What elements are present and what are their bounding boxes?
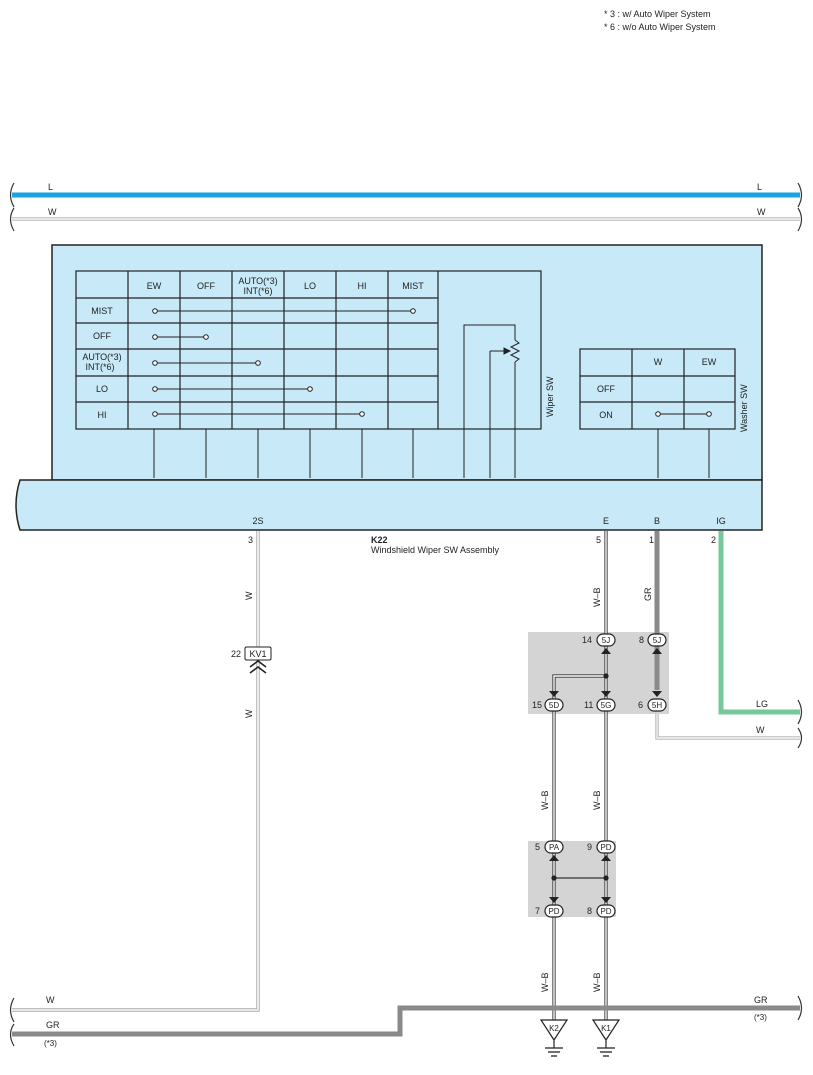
connector-5g-name: 5G bbox=[601, 701, 612, 710]
wiper-col-lo: LO bbox=[304, 281, 316, 291]
terminal-b: B bbox=[654, 516, 660, 526]
connector-kv1-name: KV1 bbox=[249, 649, 266, 659]
pin-5: 5 bbox=[596, 535, 601, 545]
connector-pd-c: PD 8 bbox=[587, 897, 616, 918]
connector-5g: 5G 11 bbox=[584, 691, 616, 712]
connector-5h-pin: 6 bbox=[638, 700, 643, 710]
bus-w-label-right: W bbox=[757, 207, 766, 217]
connector-pd-b-pin: 7 bbox=[535, 906, 540, 916]
connector-pa: PA 5 bbox=[535, 840, 564, 861]
wiper-switch-table bbox=[75, 270, 542, 430]
pin-2: 2 bbox=[711, 535, 716, 545]
component-name: Windshield Wiper SW Assembly bbox=[371, 545, 500, 555]
pin-3: 3 bbox=[248, 535, 253, 545]
connector-pd-a: PD 9 bbox=[587, 840, 616, 861]
wire-label-wb5: W–B bbox=[592, 972, 602, 992]
wiper-row-lo: LO bbox=[96, 384, 108, 394]
washer-sw-label: Washer SW bbox=[739, 384, 749, 432]
wiper-col-mist: MIST bbox=[402, 281, 424, 291]
connector-5j-a-name: 5J bbox=[602, 636, 610, 645]
wiper-row-mist: MIST bbox=[91, 306, 113, 316]
ground-k1: K1 bbox=[591, 1019, 621, 1057]
connector-5h: 5H 6 bbox=[638, 691, 667, 712]
wires bbox=[12, 531, 800, 1037]
wiper-col-ew: EW bbox=[147, 281, 162, 291]
wiper-row-auto: AUTO(*3) bbox=[82, 352, 121, 362]
wiper-switch-assembly: EW OFF AUTO(*3) INT(*6) LO HI MIST MIST … bbox=[15, 244, 763, 531]
washer-col-w: W bbox=[654, 357, 663, 367]
bus-bottom-gr-label: GR bbox=[46, 1020, 60, 1030]
connector-5j-b-name: 5J bbox=[653, 636, 661, 645]
bus-bottom-gr-note-left: (*3) bbox=[44, 1039, 57, 1048]
connector-pa-name: PA bbox=[549, 843, 560, 852]
connector-pd-a-pin: 9 bbox=[587, 842, 592, 852]
connector-5d: 5D 15 bbox=[532, 691, 564, 712]
connector-pd-c-name: PD bbox=[600, 907, 611, 916]
terminal-e: E bbox=[603, 516, 609, 526]
connector-5j-a: 5J 14 bbox=[582, 633, 616, 654]
connector-5g-pin: 11 bbox=[584, 700, 593, 710]
note-no-auto-wiper: * 6 : w/o Auto Wiper System bbox=[604, 22, 716, 32]
connector-pd-b: PD 7 bbox=[535, 897, 564, 918]
connector-5j-a-pin: 14 bbox=[582, 635, 592, 645]
connector-5d-pin: 15 bbox=[532, 700, 542, 710]
washer-row-off: OFF bbox=[597, 384, 615, 394]
ground-k2: K2 bbox=[539, 1019, 569, 1057]
washer-col-ew: EW bbox=[702, 357, 717, 367]
bus-l-label-right: L bbox=[757, 182, 762, 192]
bus-l: L L bbox=[9, 182, 803, 208]
bus-w-label-left: W bbox=[48, 207, 57, 217]
connector-5h-name: 5H bbox=[652, 701, 662, 710]
wiper-contacts bbox=[152, 308, 416, 417]
wire-label-wb4: W–B bbox=[540, 972, 550, 992]
connector-pa-pin: 5 bbox=[535, 842, 540, 852]
wire-label-lg: LG bbox=[756, 699, 768, 709]
wire-label-w1: W bbox=[244, 591, 254, 600]
bus-l-label-left: L bbox=[48, 182, 53, 192]
connector-pd-b-name: PD bbox=[548, 907, 559, 916]
wiper-col-auto: AUTO(*3) bbox=[238, 276, 277, 286]
wire-label-w2: W bbox=[244, 709, 254, 718]
bus-w: W W bbox=[9, 207, 803, 232]
connector-kv1: KV1 22 bbox=[231, 646, 272, 674]
bus-bottom-gr-label-right: GR bbox=[754, 995, 768, 1005]
wire-label-wb1: W–B bbox=[592, 587, 602, 607]
wiper-row-int: INT(*6) bbox=[86, 362, 115, 372]
bus-bottom-w-label: W bbox=[46, 995, 55, 1005]
terminal-2s: 2S bbox=[252, 516, 263, 526]
note-auto-wiper: * 3 : w/ Auto Wiper System bbox=[604, 9, 711, 19]
washer-row-on: ON bbox=[599, 410, 613, 420]
component-id: K22 bbox=[371, 535, 388, 545]
variable-resistor-icon bbox=[463, 324, 521, 478]
connector-5j-b: 5J 8 bbox=[639, 633, 667, 654]
wiper-col-off: OFF bbox=[197, 281, 215, 291]
wiper-col-hi: HI bbox=[358, 281, 367, 291]
junction-block-lower bbox=[528, 841, 616, 917]
ground-k1-label: K1 bbox=[601, 1024, 611, 1033]
wiper-row-hi: HI bbox=[98, 410, 107, 420]
connector-pd-c-pin: 8 bbox=[587, 906, 592, 916]
wire-label-gr: GR bbox=[643, 587, 653, 601]
connector-5j-b-pin: 8 bbox=[639, 635, 644, 645]
connector-kv1-pin: 22 bbox=[231, 649, 241, 659]
connector-pd-a-name: PD bbox=[600, 843, 611, 852]
wiper-col-int: INT(*6) bbox=[244, 286, 273, 296]
wiper-row-off: OFF bbox=[93, 331, 111, 341]
wiper-sw-label: Wiper SW bbox=[545, 376, 555, 417]
connector-5d-name: 5D bbox=[549, 701, 559, 710]
terminal-ig: IG bbox=[716, 516, 726, 526]
wire-label-w-mid: W bbox=[756, 725, 765, 735]
pin-1: 1 bbox=[649, 535, 654, 545]
bus-bottom-gr-note-right: (*3) bbox=[754, 1013, 767, 1022]
wire-label-wb3: W–B bbox=[592, 790, 602, 810]
wire-label-wb2: W–B bbox=[540, 790, 550, 810]
ground-k2-label: K2 bbox=[549, 1024, 559, 1033]
